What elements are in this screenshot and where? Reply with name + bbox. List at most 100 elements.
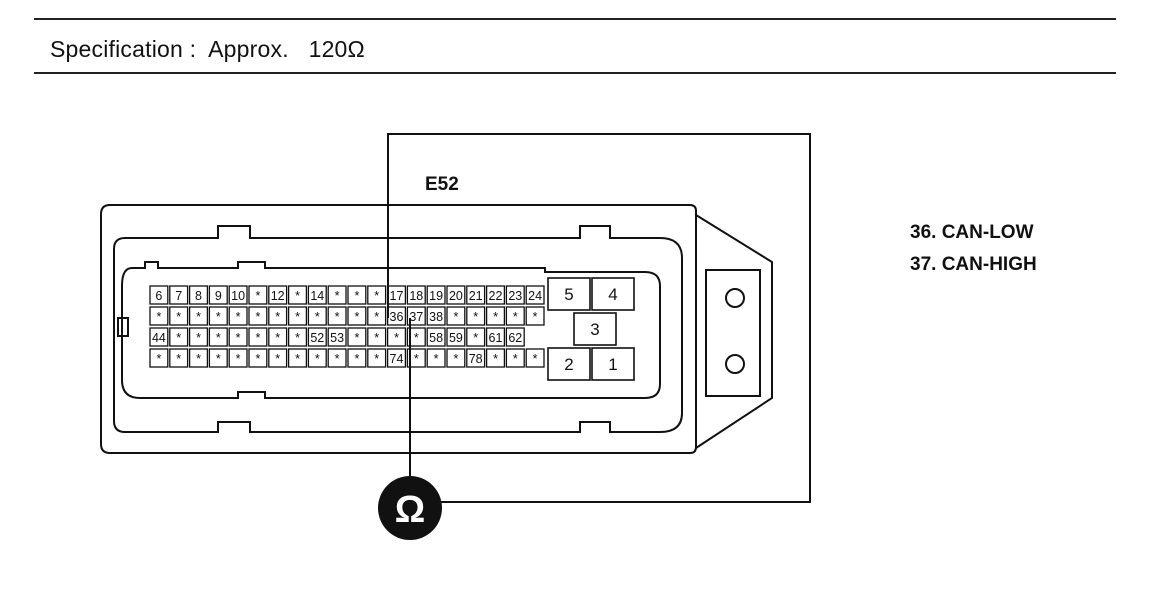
legend-item-37: 37. CAN-HIGH <box>910 254 1037 275</box>
pin-cell <box>268 327 288 347</box>
pin-label: * <box>335 352 340 366</box>
pin-cell <box>188 306 209 326</box>
pin-cell <box>149 327 169 347</box>
large-pin-block <box>547 277 635 381</box>
pin-label: * <box>453 310 458 324</box>
pin-label: * <box>236 310 241 324</box>
pin-cell <box>466 306 486 326</box>
pin-cell <box>466 348 486 368</box>
large-pin-4-label: 4 <box>608 285 617 304</box>
pin-label: * <box>295 310 300 324</box>
pin-label: * <box>533 310 538 324</box>
pin-label: * <box>434 352 439 366</box>
pin-label: * <box>315 310 320 324</box>
pin-cell <box>367 327 387 347</box>
pin-label: * <box>414 352 419 366</box>
pin-cell <box>228 285 248 305</box>
pin-cell <box>268 306 288 326</box>
pin-cell <box>446 306 466 326</box>
pin-label: * <box>453 352 458 366</box>
housing-lock-tab <box>695 214 773 449</box>
ohmmeter-circle <box>378 476 442 540</box>
pin-label: 58 <box>429 331 443 345</box>
pin-label: * <box>374 352 379 366</box>
pin-label: 17 <box>390 289 404 303</box>
pin-cell <box>525 306 545 326</box>
pin-label: 52 <box>310 331 324 345</box>
pin-cell <box>307 285 327 305</box>
pin-cell <box>347 306 367 326</box>
probe-wires <box>387 133 811 503</box>
pin-label: * <box>275 352 280 366</box>
pin-label: * <box>335 310 340 324</box>
pin-label: 36 <box>390 310 404 324</box>
pin-cell <box>347 285 367 305</box>
pin-cell <box>208 327 228 347</box>
pin-cell <box>327 327 347 347</box>
pin-cell <box>426 306 446 326</box>
pin-label: 9 <box>215 289 222 303</box>
legend-pin-37: 37. <box>910 254 936 275</box>
pin-cell <box>485 306 506 326</box>
pin-cell <box>208 348 228 368</box>
pin-cell <box>228 327 248 347</box>
connector-housing <box>100 204 773 454</box>
large-pin-2-label: 2 <box>564 355 573 374</box>
pin-cell <box>208 306 228 326</box>
pin-label: * <box>374 310 379 324</box>
pin-label: * <box>216 352 221 366</box>
pin-cell <box>149 306 169 326</box>
pin-cell <box>228 348 248 368</box>
pin-cell <box>169 348 189 368</box>
pin-cell <box>188 327 209 347</box>
pin-label: * <box>513 310 518 324</box>
pin-label: * <box>236 331 241 345</box>
pin-label: * <box>513 352 518 366</box>
pin-cell <box>248 327 268 347</box>
ohmmeter-symbol: Ω <box>378 476 442 540</box>
pin-cell <box>208 285 228 305</box>
pin-label: 59 <box>449 331 463 345</box>
large-pin-1-label: 1 <box>608 355 617 374</box>
specification-line: Specification : Approx. 120Ω <box>50 36 365 63</box>
pin-cell <box>406 306 426 326</box>
pin-cell <box>466 327 486 347</box>
pin-cell <box>446 327 466 347</box>
pin-label: 44 <box>152 331 166 345</box>
pin-label: * <box>315 352 320 366</box>
pin-cell <box>485 327 506 347</box>
pin-label: * <box>176 331 181 345</box>
pin-cell <box>149 348 169 368</box>
pin-label: * <box>354 331 359 345</box>
wire-can-low <box>387 133 811 503</box>
large-pin-5 <box>547 277 591 311</box>
lock-hole-bottom <box>725 354 745 374</box>
large-pin-1 <box>591 347 635 381</box>
lock-hole-top <box>725 288 745 308</box>
legend-item-36: 36. CAN-LOW <box>910 222 1034 243</box>
pin-cell <box>248 306 268 326</box>
pin-cell <box>307 327 327 347</box>
pin-label: 23 <box>508 289 522 303</box>
pin-label: * <box>335 289 340 303</box>
pin-cell <box>446 285 466 305</box>
pin-cell <box>406 327 426 347</box>
pin-legend: 36. CAN-LOW 37. CAN-HIGH <box>910 222 1037 275</box>
pin-cell <box>268 348 288 368</box>
pin-cell <box>485 285 506 305</box>
spec-separator: : <box>189 36 197 62</box>
large-pin-2 <box>547 347 591 381</box>
pin-label: 8 <box>195 289 202 303</box>
pin-label: 37 <box>409 310 423 324</box>
pin-label: * <box>493 310 498 324</box>
legend-signal-36: CAN-LOW <box>942 222 1034 243</box>
pin-label: * <box>374 331 379 345</box>
pin-cell <box>505 348 525 368</box>
pin-cell <box>248 285 268 305</box>
pin-cell <box>386 348 407 368</box>
pin-label: * <box>414 331 419 345</box>
pin-cell <box>406 285 426 305</box>
lock-tab-inner <box>705 269 761 397</box>
